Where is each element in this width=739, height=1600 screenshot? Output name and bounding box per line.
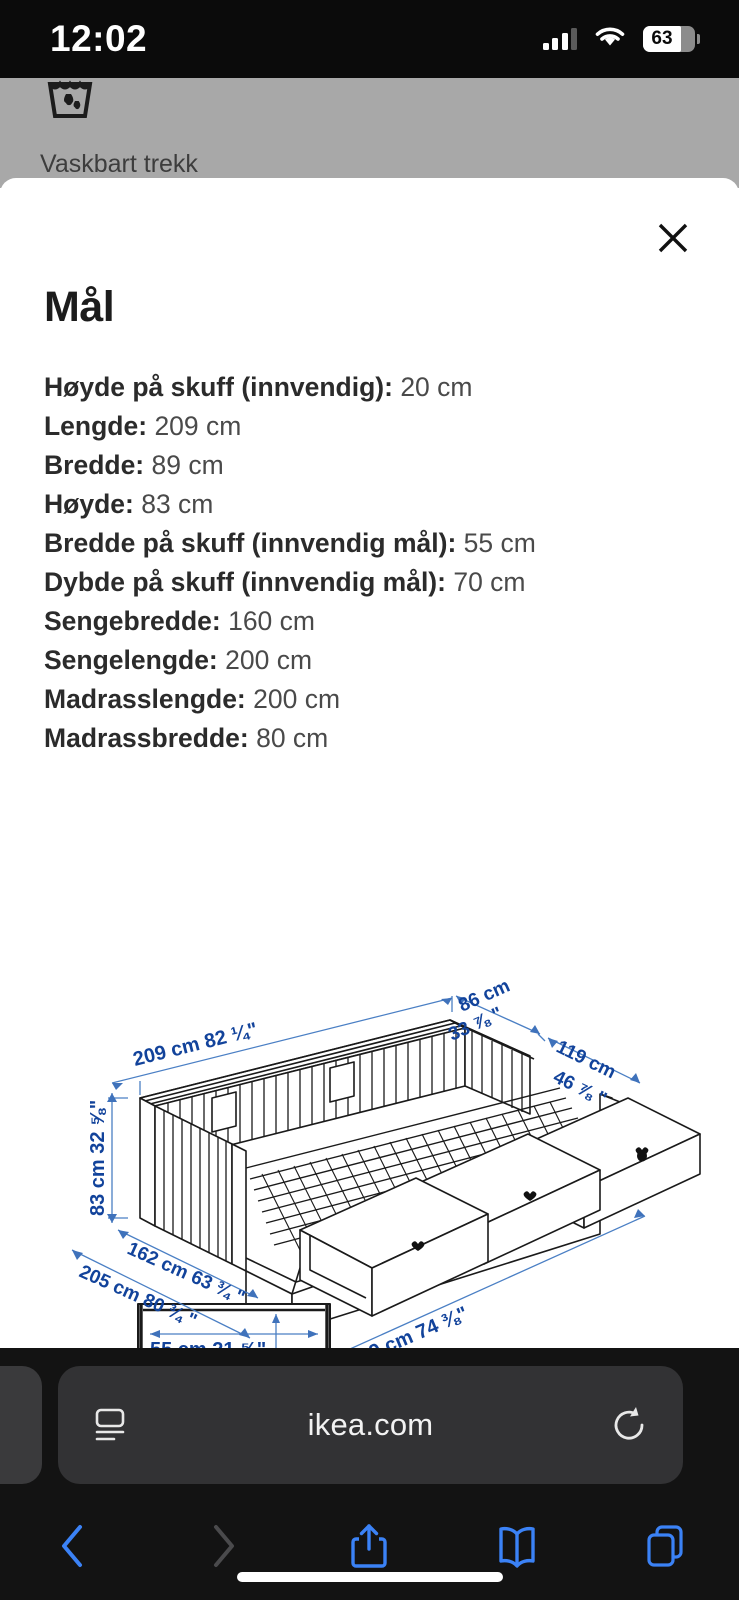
- dimension-value: 20 cm: [400, 372, 473, 402]
- dimension-label: Sengebredde:: [44, 606, 221, 636]
- page-title: Mål: [44, 283, 115, 331]
- dimension-label: Dybde på skuff (innvendig mål):: [44, 567, 446, 597]
- dimensions-list: Høyde på skuff (innvendig): 20 cm Lengde…: [44, 368, 694, 758]
- dimension-row: Høyde: 83 cm: [44, 485, 694, 524]
- reader-view-icon[interactable]: [92, 1405, 132, 1445]
- dimension-row: Sengelengde: 200 cm: [44, 641, 694, 680]
- bookmarks-icon: [499, 1526, 535, 1568]
- dimension-row: Madrassbredde: 80 cm: [44, 719, 694, 758]
- adjacent-tab-peek[interactable]: [0, 1366, 42, 1484]
- dimension-label: Sengelengde:: [44, 645, 218, 675]
- dimension-label-top-length: 209 cm 82 ¼": [131, 1019, 260, 1071]
- dimension-value: 200 cm: [225, 645, 313, 675]
- safari-toolbar: [0, 1516, 739, 1576]
- background-page-label: Vaskbart trekk: [40, 150, 198, 178]
- ios-status-bar: 12:02 63: [0, 0, 739, 78]
- dimension-label-left-height: 83 cm 32 ⅝": [87, 1100, 109, 1216]
- forward-arrow-icon: [213, 1525, 234, 1567]
- dimension-value: 70 cm: [453, 567, 526, 597]
- dimension-row: Bredde på skuff (innvendig mål): 55 cm: [44, 524, 694, 563]
- dimension-row: Bredde: 89 cm: [44, 446, 694, 485]
- cellular-signal-icon: [542, 28, 577, 50]
- back-arrow-icon: [61, 1525, 82, 1567]
- status-indicators: 63: [542, 24, 700, 54]
- dimension-value: 160 cm: [228, 606, 315, 636]
- dimension-label: Lengde:: [44, 411, 148, 441]
- dimension-value: 55 cm: [463, 528, 536, 558]
- close-icon: [658, 223, 688, 253]
- dimension-label: Madrassbredde:: [44, 723, 249, 753]
- dimension-value: 89 cm: [151, 450, 224, 480]
- wifi-icon: [593, 24, 627, 54]
- dimensions-modal: Mål Høyde på skuff (innvendig): 20 cm Le…: [0, 178, 739, 1348]
- dimension-row: Lengde: 209 cm: [44, 407, 694, 446]
- safari-bottom-bar: ikea.com: [0, 1348, 739, 1600]
- dimension-row: Dybde på skuff (innvendig mål): 70 cm: [44, 563, 694, 602]
- dimension-label: Høyde på skuff (innvendig):: [44, 372, 393, 402]
- dimension-value: 200 cm: [253, 684, 341, 714]
- forward-button[interactable]: [148, 1521, 296, 1571]
- dimension-value: 80 cm: [256, 723, 329, 753]
- share-icon: [351, 1524, 388, 1568]
- home-indicator: [236, 1572, 503, 1582]
- background-page-dimmed: Vaskbart trekk: [0, 78, 739, 188]
- tabs-button[interactable]: [591, 1521, 739, 1571]
- reload-icon[interactable]: [609, 1405, 649, 1445]
- dimension-label-drawer-width: 55 cm 21 ⅝": [150, 1339, 266, 1348]
- dimension-row: Høyde på skuff (innvendig): 20 cm: [44, 368, 694, 407]
- dimension-label: Bredde på skuff (innvendig mål):: [44, 528, 457, 558]
- address-bar[interactable]: ikea.com: [58, 1366, 683, 1484]
- status-time: 12:02: [50, 18, 148, 59]
- dimension-value: 83 cm: [141, 489, 214, 519]
- washable-cover-icon: [47, 80, 93, 118]
- battery-percent: 63: [651, 28, 673, 49]
- dimension-label: Madrasslengde:: [44, 684, 246, 714]
- dimension-value: 209 cm: [154, 411, 242, 441]
- back-button[interactable]: [0, 1521, 148, 1571]
- url-text[interactable]: ikea.com: [307, 1407, 434, 1442]
- close-button[interactable]: [649, 214, 697, 262]
- dimension-label: Bredde:: [44, 450, 145, 480]
- tabs-icon: [647, 1525, 683, 1567]
- share-button[interactable]: [296, 1521, 444, 1571]
- battery-icon: 63: [643, 26, 700, 52]
- product-dimension-drawing: 209 cm 82 ¼" 86 cm 33 ⅞ " 119 cm 46 ⅞ " …: [0, 798, 739, 1348]
- dimension-row: Sengebredde: 160 cm: [44, 602, 694, 641]
- dimension-row: Madrasslengde: 200 cm: [44, 680, 694, 719]
- dimension-label: Høyde:: [44, 489, 134, 519]
- bookmarks-button[interactable]: [443, 1521, 591, 1571]
